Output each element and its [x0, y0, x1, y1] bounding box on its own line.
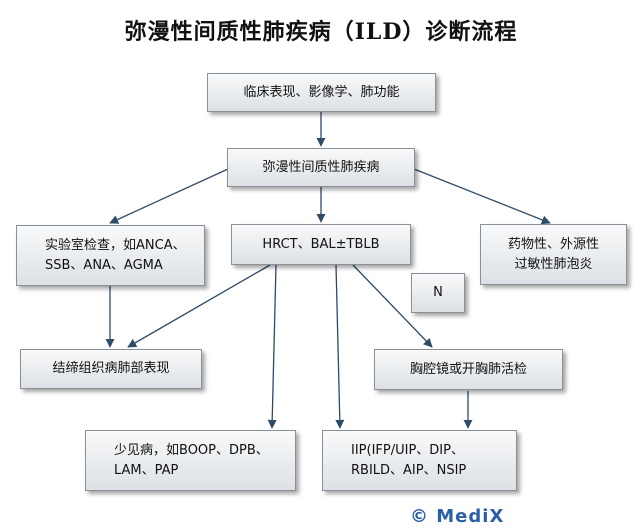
node-lab: 实验室检查，如ANCA、 SSB、ANA、AGMA: [16, 225, 205, 286]
node-clinical: 临床表现、影像学、肺功能: [207, 73, 436, 112]
node-connective: 结缔组织病肺部表现: [20, 349, 202, 389]
node-iip-line-1: IIP(IFP/UIP、DIP、: [351, 442, 464, 458]
node-connective-label: 结缔组织病肺部表现: [52, 361, 170, 376]
node-lab-line-1: 实验室检查，如ANCA、: [45, 237, 186, 253]
node-drug-line-2: 过敏性肺泡炎: [514, 256, 593, 272]
node-n-label: N: [433, 285, 443, 300]
node-n: N: [411, 273, 465, 313]
node-rare-line-1: 少见病，如BOOP、DPB、: [114, 442, 269, 458]
watermark: © MediX: [410, 506, 505, 527]
node-thoracoscopy: 胸腔镜或开胸肺活检: [374, 349, 563, 390]
arrow-hrct-to-rare: [267, 264, 277, 429]
node-ild-label: 弥漫性间质性肺疾病: [262, 159, 380, 175]
arrow-hrct-to-connective: [127, 264, 271, 348]
node-drug-line-1: 药物性、外源性: [507, 236, 599, 252]
node-thoracoscopy-label: 胸腔镜或开胸肺活检: [409, 361, 527, 377]
node-lab-line-2: SSB、ANA、AGMA: [45, 257, 163, 273]
diagram-title: 弥漫性间质性肺疾病（ILD）诊断流程: [124, 19, 518, 45]
arrow-hrct-to-iip: [335, 264, 345, 429]
node-clinical-label: 临床表现、影像学、肺功能: [243, 84, 400, 100]
arrow-ild-to-drug: [413, 168, 551, 225]
arrow-hrct-to-thoracoscopy: [352, 264, 433, 348]
node-drug: 药物性、外源性 过敏性肺泡炎: [480, 224, 627, 285]
node-iip-line-2: RBILD、AIP、NSIP: [351, 462, 467, 478]
node-ild: 弥漫性间质性肺疾病: [227, 148, 415, 187]
arrow-ild-to-lab: [109, 168, 229, 224]
node-hrct: HRCT、BAL±TBLB: [231, 224, 411, 265]
node-hrct-label: HRCT、BAL±TBLB: [262, 236, 380, 252]
node-rare-line-2: LAM、PAP: [114, 462, 179, 478]
node-iip: IIP(IFP/UIP、DIP、 RBILD、AIP、NSIP: [322, 430, 517, 491]
node-rare: 少见病，如BOOP、DPB、 LAM、PAP: [85, 430, 296, 491]
